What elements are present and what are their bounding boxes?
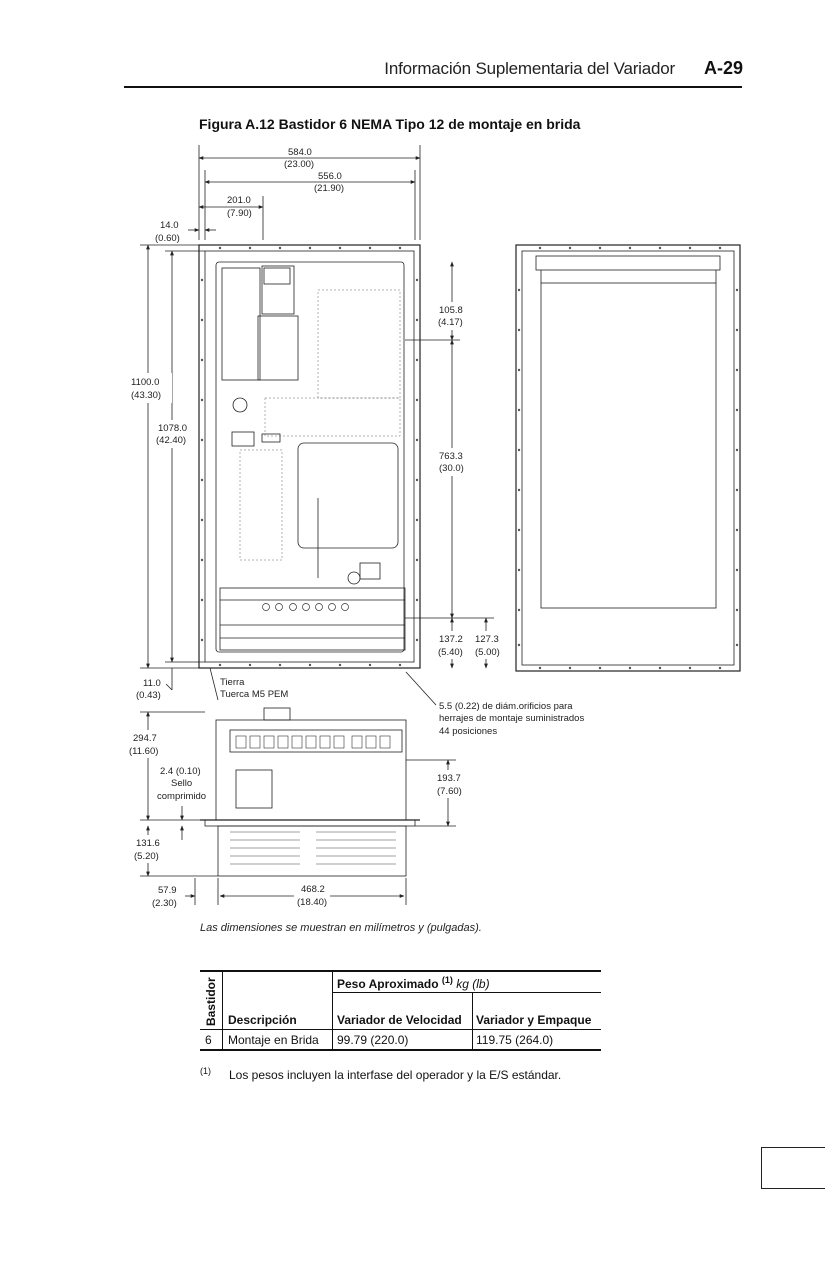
table-cell-package-weight: 119.75 (264.0) — [476, 1033, 554, 1047]
figure-title: Figura A.12 Bastidor 6 NEMA Tipo 12 de m… — [199, 116, 581, 132]
dim-584-b: (23.00) — [284, 159, 314, 170]
width-dimensions — [188, 145, 421, 240]
col-description-header: Descripción — [228, 1013, 297, 1027]
dim-1100-b: (43.30) — [131, 390, 161, 401]
dim-1078-b: (42.40) — [156, 435, 186, 446]
dim-193-b: (7.60) — [437, 786, 462, 797]
weight-header: Peso Aproximado (1) kg (lb) — [337, 975, 490, 991]
table-subheader-rule — [332, 992, 601, 993]
dim-137-a: 137.2 — [439, 634, 463, 645]
dim-11-b: (0.43) — [136, 690, 161, 701]
col-package-header: Variador y Empaque — [476, 1013, 592, 1027]
col-frame-header: Bastidor — [204, 977, 218, 1026]
dim-2-4-c: comprimido — [157, 791, 206, 802]
dim-201-a: 201.0 — [227, 195, 251, 206]
weight-table: Bastidor Descripción Peso Aproximado (1)… — [200, 970, 601, 1052]
page-number: A-29 — [703, 58, 743, 78]
dim-584-a: 584.0 — [288, 147, 312, 158]
dim-201-b: (7.90) — [227, 208, 252, 219]
col-drive-header: Variador de Velocidad — [337, 1013, 462, 1027]
dim-468-b: (18.40) — [297, 897, 327, 908]
weight-units: kg (lb) — [456, 977, 490, 991]
dim-57-a: 57.9 — [158, 885, 177, 896]
dim-763-a: 763.3 — [439, 451, 463, 462]
dim-14-a: 14.0 — [160, 220, 179, 231]
dim-1100-a: 1100.0 — [131, 377, 159, 388]
ground-callout-2: Tuerca M5 PEM — [220, 689, 288, 700]
table-top-rule — [200, 970, 601, 972]
figure-caption: Las dimensiones se muestran en milímetro… — [200, 922, 482, 934]
table-cell-description: Montaje en Brida — [228, 1033, 319, 1047]
table-bottom-rule — [200, 1049, 601, 1051]
holes-callout-3: 44 posiciones — [439, 726, 497, 737]
table-cell-drive-weight: 99.79 (220.0) — [337, 1033, 409, 1047]
holes-callout-1: 5.5 (0.22) de diám.orificios para — [439, 701, 573, 712]
drive-rear-view — [515, 244, 741, 672]
dim-556-b: (21.90) — [314, 183, 344, 194]
dim-105-b: (4.17) — [438, 317, 463, 328]
ground-callout-1: Tierra — [220, 677, 245, 688]
thumb-tab — [761, 1147, 825, 1189]
dim-294-b: (11.60) — [129, 746, 158, 757]
weight-footnote-ref: (1) — [441, 975, 453, 985]
holes-callout-2: herrajes de montaje suministrados — [439, 713, 584, 724]
dim-127-a: 127.3 — [475, 634, 499, 645]
dim-294-a: 294.7 — [133, 733, 157, 744]
dim-14-b: (0.60) — [155, 233, 180, 244]
table-header-rule — [200, 1029, 601, 1030]
dim-2-4-b: Sello — [171, 778, 192, 789]
dim-131-b: (5.20) — [134, 851, 159, 862]
header-rule — [124, 86, 742, 88]
dimension-drawing: 584.0 (23.00) 556.0 (21.90) 201.0 (7.90)… — [129, 145, 741, 909]
dim-763-b: (30.0) — [439, 463, 464, 474]
dim-193-a: 193.7 — [437, 773, 461, 784]
dim-127-b: (5.00) — [475, 647, 500, 658]
footnote-mark: (1) — [200, 1066, 211, 1076]
dim-468-a: 468.2 — [301, 884, 325, 895]
header-title: Información Suplementaria del Variador — [384, 59, 675, 78]
table-cell-frame: 6 — [205, 1033, 212, 1047]
dim-556-a: 556.0 — [318, 171, 342, 182]
drive-front-view — [198, 244, 421, 669]
dim-2-4-a: 2.4 (0.10) — [160, 766, 201, 777]
dim-11-a: 11.0 — [143, 678, 161, 689]
drive-side-view — [200, 707, 420, 877]
dim-131-a: 131.6 — [136, 838, 160, 849]
footnote-text: Los pesos incluyen la interfase del oper… — [229, 1068, 562, 1082]
dim-105-a: 105.8 — [439, 305, 463, 316]
dim-57-b: (2.30) — [152, 898, 177, 909]
dim-137-b: (5.40) — [438, 647, 463, 658]
dim-1078-a: 1078.0 — [158, 423, 187, 434]
